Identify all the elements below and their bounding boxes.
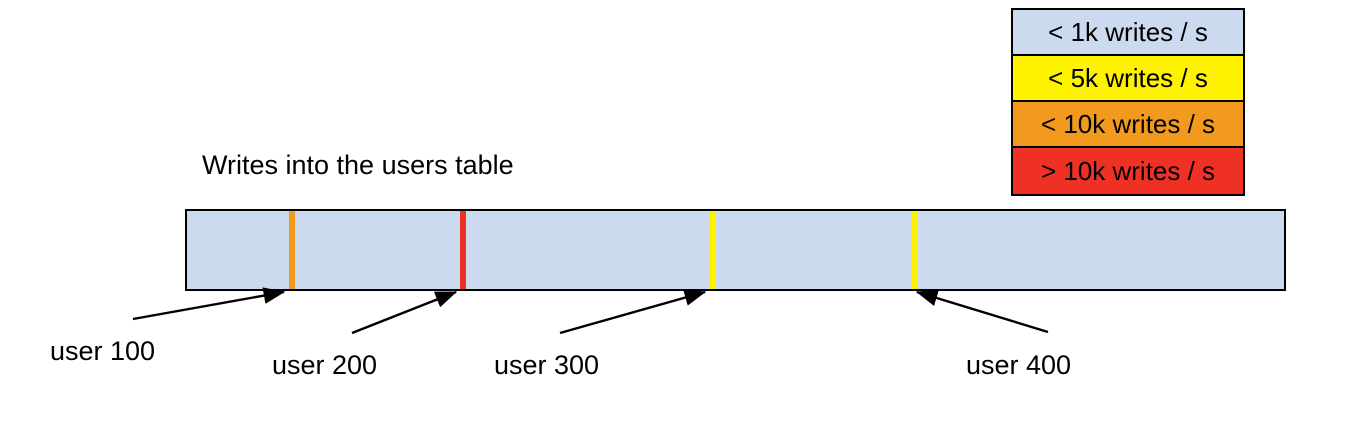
legend-row-over-10k: > 10k writes / s — [1013, 148, 1243, 194]
arrow-user-400 — [915, 289, 1049, 334]
legend-row-under-1k: < 1k writes / s — [1013, 10, 1243, 56]
label-user-300: user 300 — [494, 350, 600, 380]
arrow-user-200 — [351, 290, 458, 335]
stripe-user-100 — [289, 211, 295, 289]
legend-row-under-10k: < 10k writes / s — [1013, 102, 1243, 148]
legend-row-label: < 1k writes / s — [1048, 17, 1208, 47]
label-user-100: user 100 — [50, 336, 156, 366]
stripe-user-300 — [710, 211, 716, 289]
label-user-400: user 400 — [966, 350, 1072, 380]
arrow-user-300 — [559, 289, 707, 335]
legend-row-label: < 5k writes / s — [1048, 63, 1208, 93]
users-table-bar — [185, 209, 1286, 291]
arrow-user-100 — [132, 287, 286, 321]
label-user-200: user 200 — [272, 350, 378, 380]
stripe-user-200 — [460, 211, 466, 289]
legend-row-label: > 10k writes / s — [1040, 156, 1216, 186]
chart-title: Writes into the users table — [202, 150, 514, 180]
legend-row-label: < 10k writes / s — [1040, 109, 1216, 139]
legend: < 1k writes / s < 5k writes / s < 10k wr… — [1011, 8, 1245, 196]
legend-row-under-5k: < 5k writes / s — [1013, 56, 1243, 102]
stripe-user-400 — [912, 211, 918, 289]
